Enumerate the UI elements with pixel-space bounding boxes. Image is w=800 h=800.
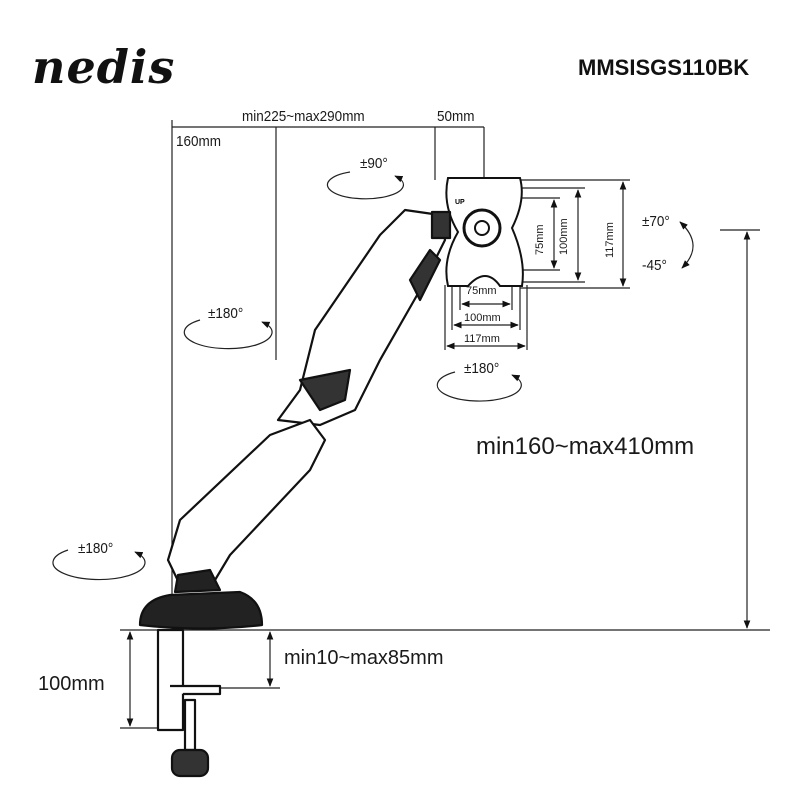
- clamp-depth-label: 100mm: [38, 673, 105, 695]
- head-swivel-label: ±90°: [360, 155, 388, 172]
- base: [138, 590, 264, 630]
- clamp-thickness-label: min10~max85mm: [284, 647, 444, 669]
- elbow-rotation-label: ±180°: [208, 305, 244, 322]
- nedis-logo: nedis: [32, 40, 176, 94]
- rotation-arrow-head: [326, 171, 405, 200]
- vesa-100-v-label: 100mm: [558, 218, 570, 255]
- vesa-plate: [445, 177, 524, 287]
- vesa-75-h-label: 75mm: [466, 285, 497, 297]
- rotation-arrow-screen: [436, 371, 522, 402]
- rotation-arrow-base: [52, 549, 146, 581]
- screen-rotation-label: ±180°: [464, 360, 500, 377]
- base-rotation-label: ±180°: [78, 540, 114, 557]
- lower-arm: [166, 418, 327, 587]
- vesa-100-h-label: 100mm: [464, 312, 501, 324]
- vesa-75-v-label: 75mm: [534, 224, 546, 255]
- clamp: [156, 628, 185, 732]
- height-range-label: min160~max410mm: [476, 433, 695, 460]
- plate-117-h-label: 117mm: [464, 333, 500, 345]
- tilt-up-label: ±70°: [642, 213, 670, 230]
- base-offset-label: 160mm: [176, 133, 222, 150]
- plate-up-label: UP: [455, 199, 465, 206]
- plate-117-v-label: 117mm: [604, 222, 616, 258]
- rotation-arrow-elbow: [183, 319, 273, 349]
- arm-reach-label: min225~max290mm: [242, 108, 365, 125]
- upper-arm: [276, 208, 447, 427]
- tilt-arrow: [679, 221, 694, 269]
- model-number: MMSISGS110BK: [578, 55, 750, 80]
- tilt-down-label: -45°: [642, 257, 667, 274]
- head-offset-label: 50mm: [437, 108, 475, 125]
